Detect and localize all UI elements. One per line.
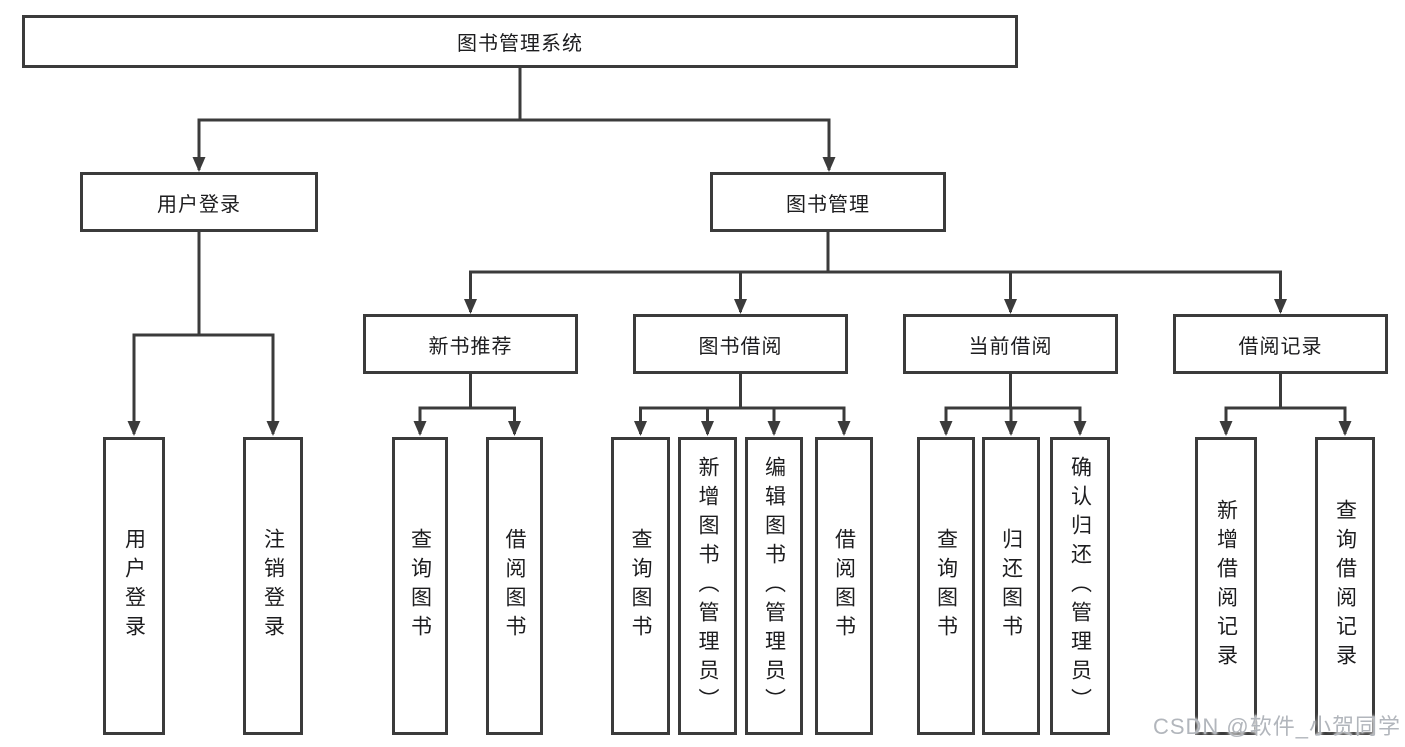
leaf-confirm-return-admin: 确认归还（管理员） — [1050, 437, 1110, 735]
node-current-borrowing: 当前借阅 — [903, 314, 1118, 374]
node-book-borrowing: 图书借阅 — [633, 314, 848, 374]
leaf-query-books-borrowing: 查询图书 — [611, 437, 670, 735]
leaf-add-book-admin: 新增图书（管理员） — [678, 437, 737, 735]
csdn-watermark: CSDN @软件_小贺同学 — [1152, 714, 1401, 739]
node-new-book-recommend: 新书推荐 — [363, 314, 578, 374]
leaf-query-borrow-record: 查询借阅记录 — [1315, 437, 1375, 735]
node-root-library-management-system: 图书管理系统 — [22, 15, 1018, 68]
leaf-add-borrow-record: 新增借阅记录 — [1195, 437, 1257, 735]
leaf-borrow-books-borrowing: 借阅图书 — [815, 437, 873, 735]
node-user-login: 用户登录 — [80, 172, 318, 232]
leaf-query-books-current: 查询图书 — [917, 437, 975, 735]
leaf-query-books-recommend: 查询图书 — [392, 437, 448, 735]
node-book-management: 图书管理 — [710, 172, 946, 232]
leaf-borrow-books-recommend: 借阅图书 — [486, 437, 543, 735]
leaf-edit-book-admin: 编辑图书（管理员） — [745, 437, 803, 735]
leaf-return-books: 归还图书 — [982, 437, 1040, 735]
leaf-user-login: 用户登录 — [103, 437, 165, 735]
node-borrowing-records: 借阅记录 — [1173, 314, 1388, 374]
leaf-logout: 注销登录 — [243, 437, 303, 735]
